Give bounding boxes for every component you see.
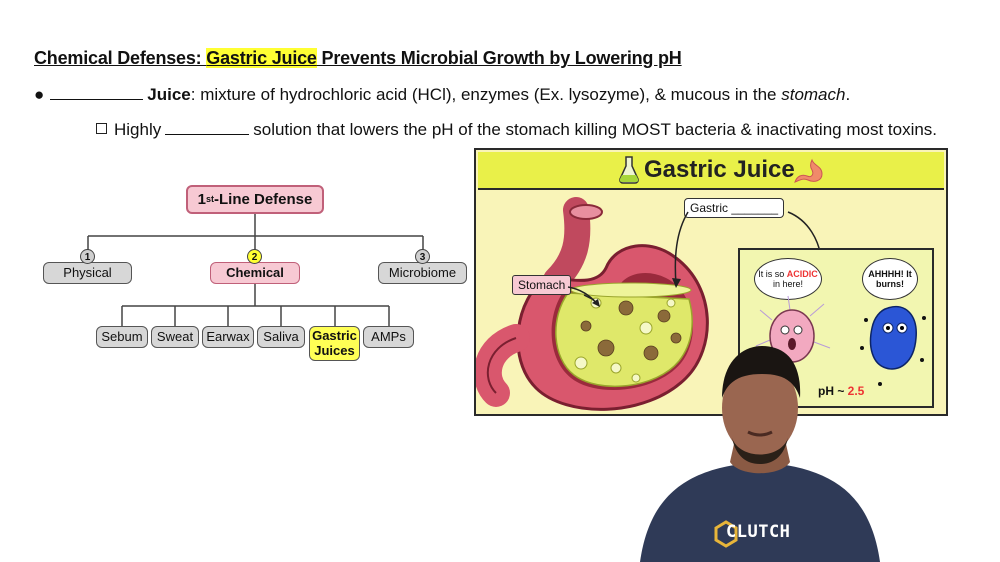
chart-node-sebum: Sebum [96,326,148,348]
chart-node-gastric-juices: Gastric Juices [309,326,360,361]
stomach-arrow [567,286,600,307]
chart-node-physical: Physical [43,262,132,284]
solution-text: solution that lowers the pH of the stoma… [253,120,938,139]
chemical-label: Chemical [226,264,284,280]
stomach-illustration [476,197,709,411]
microbiome-label: Microbiome [388,264,457,280]
number-badge-1: 1 [80,249,95,264]
juice-term: Juice [147,85,191,104]
amps-label: AMPs [371,328,406,344]
earwax-label: Earwax [206,328,250,344]
bubble1-text-b: in here! [772,279,804,289]
ph-value: 2.5 [847,384,865,398]
bacteria-illustration [755,295,926,386]
title-prefix: Chemical Defenses: [34,48,207,68]
chart-node-microbiome: Microbiome [378,262,467,284]
ph-readout: pH ~ 2.5 [818,384,864,398]
root-rest: -Line Defense [214,190,313,208]
sweat-label: Sweat [156,328,194,344]
panel-title: Gastric Juice [644,156,795,183]
clutch-logo-text: CLUTCH [726,522,791,542]
chart-node-chemical: Chemical [210,262,300,284]
bubble1-text-a: It is so [758,268,787,279]
number-badge-3: 3 [415,249,430,264]
chart-node-saliva: Saliva [257,326,305,348]
speech-bubble-acidic: It is so ACIDIC in here! [754,258,822,300]
sub-bullet-highly: Highly solution that lowers the pH of the… [96,120,937,140]
slide-title: Chemical Defenses: Gastric Juice Prevent… [34,48,682,69]
presenter-video [640,346,880,562]
gastric-juices-label: Gastric Juices [312,327,357,358]
bullet-dot: ● [34,85,45,104]
stomach-callout: Stomach [512,275,572,295]
ph-label: pH ~ [818,384,848,398]
highly-word: Highly [114,120,162,139]
number-badge-2: 2 [247,249,262,264]
root-sup: st [205,194,214,205]
chart-node-sweat: Sweat [151,326,199,348]
fill-blank-2 [165,120,250,135]
stomach-word: stomach [781,85,846,104]
checkbox-icon [96,123,107,134]
saliva-label: Saliva [263,328,299,344]
stomach-icon [794,158,823,183]
chart-node-amps: AMPs [363,326,414,348]
period: . [845,85,851,104]
sebum-label: Sebum [101,328,143,344]
bubble1-acidic: ACIDIC [786,268,818,279]
chart-node-earwax: Earwax [202,326,254,348]
bullet-gastric-juice: ● Juice: mixture of hydrochloric acid (HC… [34,85,850,105]
speech-bubble-burns: AHHHH! It burns! [862,258,918,300]
title-highlight: Gastric Juice [206,48,317,68]
title-suffix: Prevents Microbial Growth by Lowering pH [316,48,682,68]
fill-blank-1 [50,85,144,100]
physical-label: Physical [63,264,112,280]
gastric-callout: Gastric _______ [684,198,785,218]
juice-definition: : mixture of hydrochloric acid (HCl), en… [190,85,782,104]
root-num: 1 [197,190,206,208]
panel-title-bar: Gastric Juice [478,152,944,190]
flask-icon [619,156,639,184]
